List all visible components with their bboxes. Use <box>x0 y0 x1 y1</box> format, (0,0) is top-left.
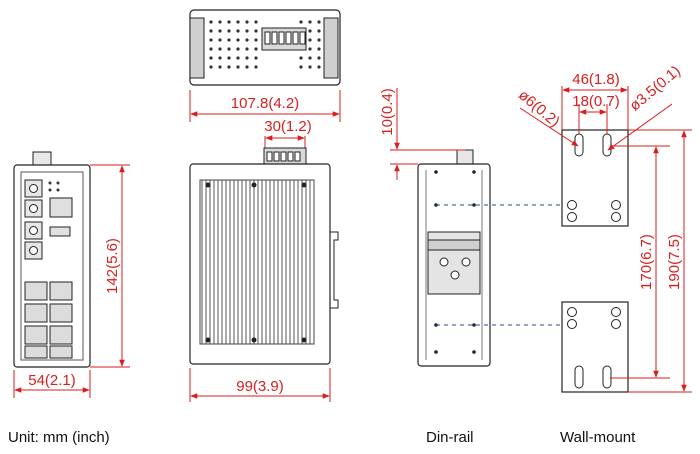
console-port <box>49 197 73 218</box>
front-height-label: 142(5.6) <box>104 238 121 294</box>
rail-offset-label: 10(0.4) <box>379 88 396 136</box>
slot-spacing-dimension: 18(0.7) <box>572 93 620 134</box>
wall-mount-upper-plate <box>561 129 629 227</box>
front-height-dimension: 142(5.6) <box>90 164 130 368</box>
ethernet-ports <box>24 281 73 359</box>
units-caption: Unit: mm (inch) <box>8 429 110 446</box>
mount-width-label: 46(1.8) <box>572 71 620 88</box>
hole-large-label: ø6(0.2) <box>515 86 563 130</box>
hole-large-callout: ø6(0.2) <box>515 86 579 147</box>
terminal-width-dimension: 30(1.2) <box>264 118 312 150</box>
mount-width-dimension: 46(1.8) <box>561 71 629 130</box>
front-width-label: 54(2.1) <box>28 372 76 389</box>
din-rail-caption: Din-rail <box>426 429 474 446</box>
terminal-width-label: 30(1.2) <box>264 118 312 135</box>
top-width-dimension: 107.8(4.2) <box>189 90 341 122</box>
side-width-label: 99(3.9) <box>236 378 284 395</box>
mount-hole-pitch-dimension: 170(6.7) <box>610 145 670 379</box>
wall-mount-lower-plate <box>561 301 629 393</box>
side-view <box>189 147 339 365</box>
wall-mount-caption: Wall-mount <box>560 429 636 446</box>
din-rail-view <box>417 149 491 367</box>
hole-small-label: ø3.5(0.1) <box>626 62 684 114</box>
mount-height-dimension: 190(7.5) <box>628 129 692 393</box>
side-width-dimension: 99(3.9) <box>189 368 331 402</box>
rail-offset-dimension: 10(0.4) <box>379 88 466 180</box>
front-width-dimension: 54(2.1) <box>13 370 91 398</box>
mount-hole-pitch-label: 170(6.7) <box>638 234 655 290</box>
sfp-ports <box>24 179 43 260</box>
top-view <box>189 9 341 86</box>
slot-spacing-label: 18(0.7) <box>572 93 620 110</box>
top-width-label: 107.8(4.2) <box>231 95 299 112</box>
mount-height-label: 190(7.5) <box>666 234 683 290</box>
front-view <box>13 151 91 368</box>
